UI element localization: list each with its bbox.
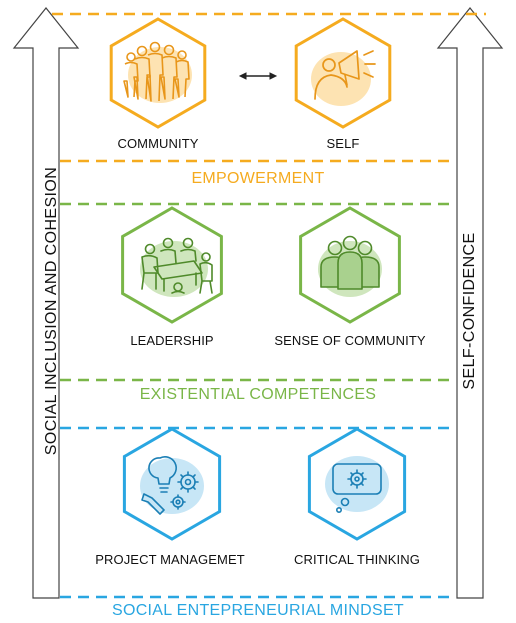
meeting-table-icon xyxy=(121,206,223,324)
item-self-label: SELF xyxy=(326,136,360,151)
item-project-management-label: PROJECT MANAGEMET xyxy=(95,552,245,567)
double-arrow-icon xyxy=(238,72,278,80)
item-leadership-label: LEADERSHIP xyxy=(130,333,214,348)
tier-empowerment-label: EMPOWERMENT xyxy=(191,170,325,187)
item-community-label: COMMUNITY xyxy=(117,136,199,151)
right-up-arrow xyxy=(436,7,504,599)
item-sense-of-community-label: SENSE OF COMMUNITY xyxy=(274,333,426,348)
left-up-arrow xyxy=(12,7,80,599)
tier-existential-competences-label: EXISTENTIAL COMPETENCES xyxy=(139,386,377,403)
three-people-icon xyxy=(299,206,401,324)
group-of-people-icon xyxy=(109,17,207,129)
lightbulb-gears-wrench-icon xyxy=(122,427,222,541)
person-with-megaphone-icon xyxy=(294,17,392,129)
right-axis-label: SELF-CONFIDENCE xyxy=(461,232,478,390)
screen-gear-thought-icon xyxy=(307,427,407,541)
tier-social-mindset-label: SOCIAL ENTEPRENEURIAL MINDSET xyxy=(111,602,404,619)
left-axis-label: SOCIAL INCLUSION AND COHESION xyxy=(43,166,60,456)
item-critical-thinking-label: CRITICAL THINKING xyxy=(294,552,420,567)
